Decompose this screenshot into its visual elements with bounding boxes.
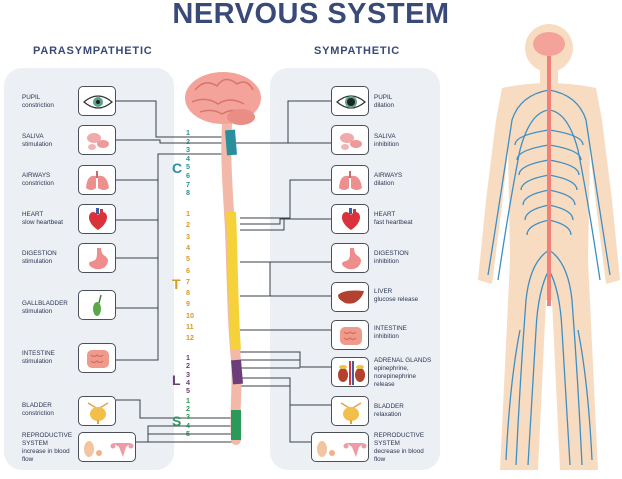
para-airways-title: AIRWAYS [22, 172, 51, 179]
vertebra-s5: 5 [186, 428, 190, 438]
salivary-gland-icon [331, 125, 369, 155]
para-digestion-title: DIGESTION [22, 250, 57, 257]
symp-saliva-title: SALIVA [374, 133, 396, 140]
symp-reproductive-desc: decrease in blood flow [374, 448, 424, 463]
spine-region-c: C [172, 160, 183, 176]
vertebra-t3: 3 [186, 231, 190, 241]
para-digestion-desc: stimulation [22, 258, 53, 265]
vertebra-c6: 6 [186, 171, 190, 180]
symp-adrenal-desc: epinephrine, norepinephrine release [374, 365, 417, 388]
symp-heart-title: HEART [374, 211, 396, 218]
vertebra-t7: 7 [186, 276, 190, 286]
para-pupil-desc: constriction [22, 102, 54, 109]
symp-reproductive-title: REPRODUCTIVE SYSTEM [374, 432, 425, 447]
symp-bladder-title: BLADDER [374, 403, 404, 410]
symp-liver-title: LIVER [374, 288, 393, 295]
vertebra-c2: 2 [186, 136, 190, 146]
para-intestine-title: INTESTINE [22, 350, 55, 357]
bladder-icon [331, 396, 369, 426]
vertebra-c3: 3 [186, 145, 190, 155]
vertebra-t2: 2 [186, 220, 190, 230]
vertebra-t4: 4 [186, 242, 190, 252]
liver-icon [331, 282, 369, 312]
bladder-icon [78, 396, 116, 426]
salivary-gland-icon [78, 125, 116, 155]
para-airways-desc: constriction [22, 180, 54, 187]
para-gallbladder-desc: stimulation [22, 308, 53, 315]
symp-digestion-desc: inhibition [374, 258, 399, 265]
gallbladder-icon [78, 290, 116, 320]
para-bladder-desc: constriction [22, 410, 54, 417]
symp-intestine-title: INTESTINE [374, 325, 407, 332]
vertebra-l2: 2 [186, 361, 190, 371]
symp-adrenal-title: ADRENAL GLANDS [374, 357, 432, 364]
vertebra-t1: 1 [186, 209, 190, 218]
para-reproductive-title: REPRODUCTIVE SYSTEM [22, 432, 73, 447]
vertebra-c8: 8 [186, 188, 190, 198]
para-reproductive-desc: increase in blood flow [22, 448, 70, 463]
vertebra-c1: 1 [186, 128, 190, 137]
brain-illustration [185, 72, 261, 125]
vertebra-t5: 5 [186, 254, 190, 264]
vertebra-l1: 1 [186, 353, 190, 362]
vertebra-s2: 2 [186, 404, 190, 414]
symp-bladder-desc: relaxation [374, 411, 402, 418]
para-bladder-title: BLADDER [22, 402, 52, 409]
symp-saliva-desc: inhibition [374, 141, 399, 148]
reproductive-organs-icon [311, 432, 369, 462]
para-heart-desc: slow heartbeat [22, 219, 63, 226]
para-pupil-title: PUPIL [22, 94, 41, 101]
lungs-icon [78, 165, 116, 195]
vertebra-c5: 5 [186, 162, 190, 172]
vertebra-t10: 10 [186, 310, 194, 320]
spine-region-s: S [172, 413, 182, 429]
symp-pupil-title: PUPIL [374, 94, 393, 101]
vertebra-s3: 3 [186, 412, 190, 422]
vertebra-l5: 5 [186, 386, 190, 396]
sympathetic-heading: SYMPATHETIC [314, 45, 401, 57]
para-saliva-desc: stimulation [22, 141, 53, 148]
page-title: NERVOUS SYSTEM [172, 0, 450, 30]
vertebra-t12: 12 [186, 333, 194, 343]
para-gallbladder-title: GALLBLADDER [22, 300, 68, 307]
stomach-icon [331, 243, 369, 273]
symp-heart-desc: fast heartbeat [374, 219, 413, 226]
intestine-icon [78, 343, 116, 373]
heart-icon [78, 204, 116, 234]
symp-digestion-title: DIGESTION [374, 250, 409, 257]
symp-pupil-desc: dilation [374, 102, 394, 109]
vertebra-t8: 8 [186, 288, 190, 298]
vertebra-c7: 7 [186, 179, 190, 189]
vertebra-l3: 3 [186, 369, 190, 379]
para-intestine-desc: stimulation [22, 358, 53, 365]
symp-airways-desc: dilation [374, 180, 394, 187]
symp-airways-title: AIRWAYS [374, 172, 403, 179]
stomach-icon [78, 243, 116, 273]
vertebra-t9: 9 [186, 299, 190, 309]
reproductive-organs-icon [78, 432, 136, 462]
para-saliva-title: SALIVA [22, 133, 44, 140]
vertebra-s4: 4 [186, 420, 190, 430]
eye-icon [78, 86, 116, 116]
eye-icon [331, 86, 369, 116]
kidney-adrenal-icon [331, 357, 369, 387]
vertebra-l4: 4 [186, 377, 190, 387]
symp-intestine-desc: inhibition [374, 333, 399, 340]
parasympathetic-heading: PARASYMPATHETIC [33, 45, 153, 57]
spine-region-l: L [172, 372, 181, 388]
para-heart-title: HEART [22, 211, 44, 218]
vertebra-c4: 4 [186, 153, 190, 163]
vertebra-s1: 1 [186, 396, 190, 405]
vertebra-t6: 6 [186, 265, 190, 275]
vertebra-t11: 11 [186, 322, 194, 331]
intestine-icon [331, 320, 369, 350]
lungs-icon [331, 165, 369, 195]
heart-icon [331, 204, 369, 234]
spine-region-t: T [172, 276, 181, 292]
symp-liver-desc: glucose release [374, 296, 419, 303]
